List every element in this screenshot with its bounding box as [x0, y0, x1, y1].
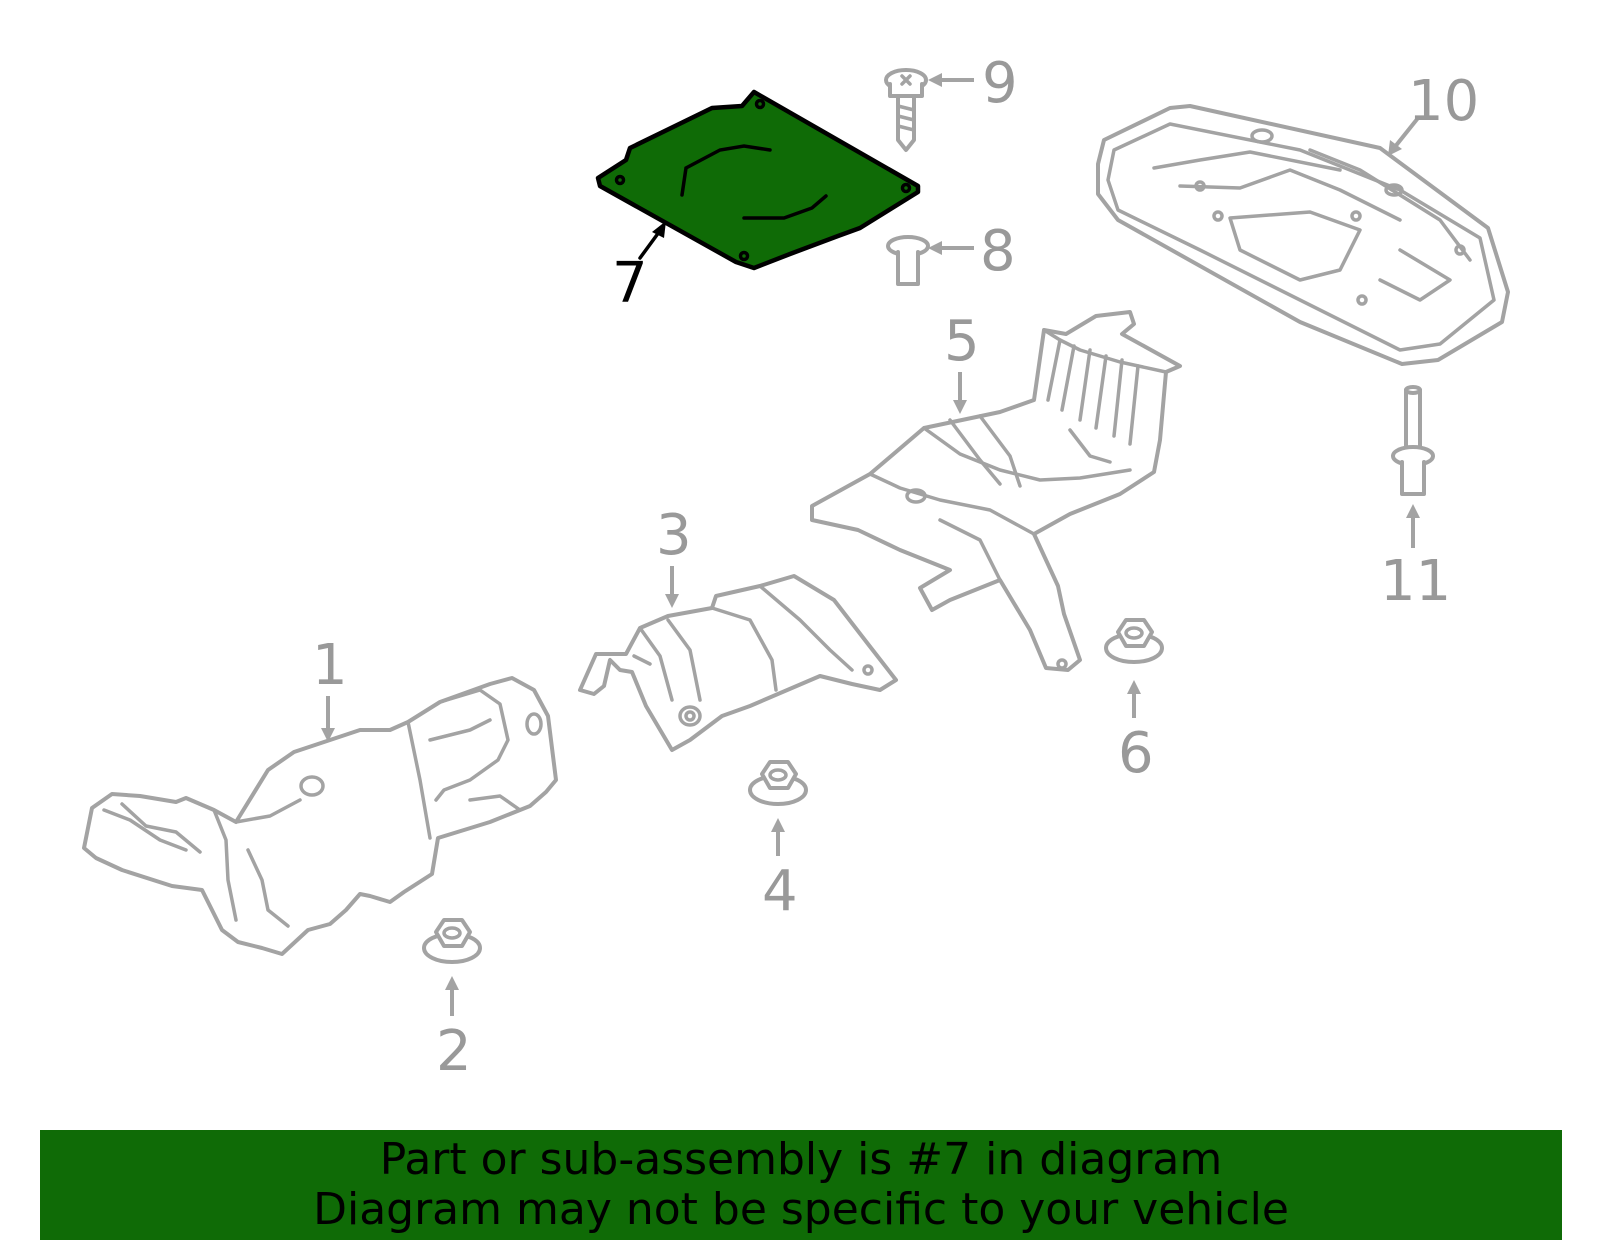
- part-8-clip: [886, 235, 930, 286]
- callout-11-arrowhead: [1406, 504, 1420, 518]
- callout-5-arrowhead: [953, 400, 967, 414]
- callout-10: 10: [1408, 69, 1479, 134]
- part-3-shield: [578, 574, 898, 752]
- callout-9: 9: [982, 51, 1018, 116]
- part-6-nut: [1104, 618, 1164, 664]
- callout-4-arrowhead: [771, 818, 785, 832]
- part-9-screw: [884, 68, 928, 152]
- callout-3: 3: [656, 503, 692, 568]
- callout-2-arrowhead: [445, 976, 459, 990]
- callout-9-arrowhead: [928, 73, 942, 87]
- part-5-shield: [810, 310, 1182, 672]
- callout-10-arrowhead: [1388, 140, 1402, 156]
- banner-line-1: Part or sub-assembly is #7 in diagram: [379, 1134, 1223, 1185]
- callout-8: 8: [980, 219, 1016, 284]
- part-10-panel: [1096, 104, 1510, 366]
- callout-6-arrowhead: [1127, 680, 1141, 694]
- callout-8-arrowhead: [928, 241, 942, 255]
- callout-4: 4: [762, 859, 798, 924]
- part-7-heat-shield[interactable]: [595, 89, 921, 271]
- part-4-nut: [748, 760, 808, 806]
- part-2-nut: [422, 918, 482, 964]
- callout-7-arrowhead: [652, 221, 666, 238]
- part-1-shield: [82, 676, 558, 956]
- callout-3-arrowhead: [665, 594, 679, 608]
- callout-2: 2: [436, 1019, 472, 1084]
- callout-10-leader: [1392, 116, 1420, 150]
- part-11-stud: [1391, 385, 1435, 496]
- callout-5: 5: [944, 309, 980, 374]
- callout-6: 6: [1118, 721, 1154, 786]
- callout-1: 1: [312, 633, 348, 698]
- callout-7: 7: [612, 251, 648, 316]
- banner-line-2: Diagram may not be specific to your vehi…: [313, 1184, 1289, 1235]
- callout-11: 11: [1380, 549, 1451, 614]
- parts-diagram: 7 9 8 10: [82, 51, 1510, 1084]
- callout-1-arrowhead: [321, 728, 335, 742]
- info-banner: Part or sub-assembly is #7 in diagram Di…: [40, 1130, 1562, 1240]
